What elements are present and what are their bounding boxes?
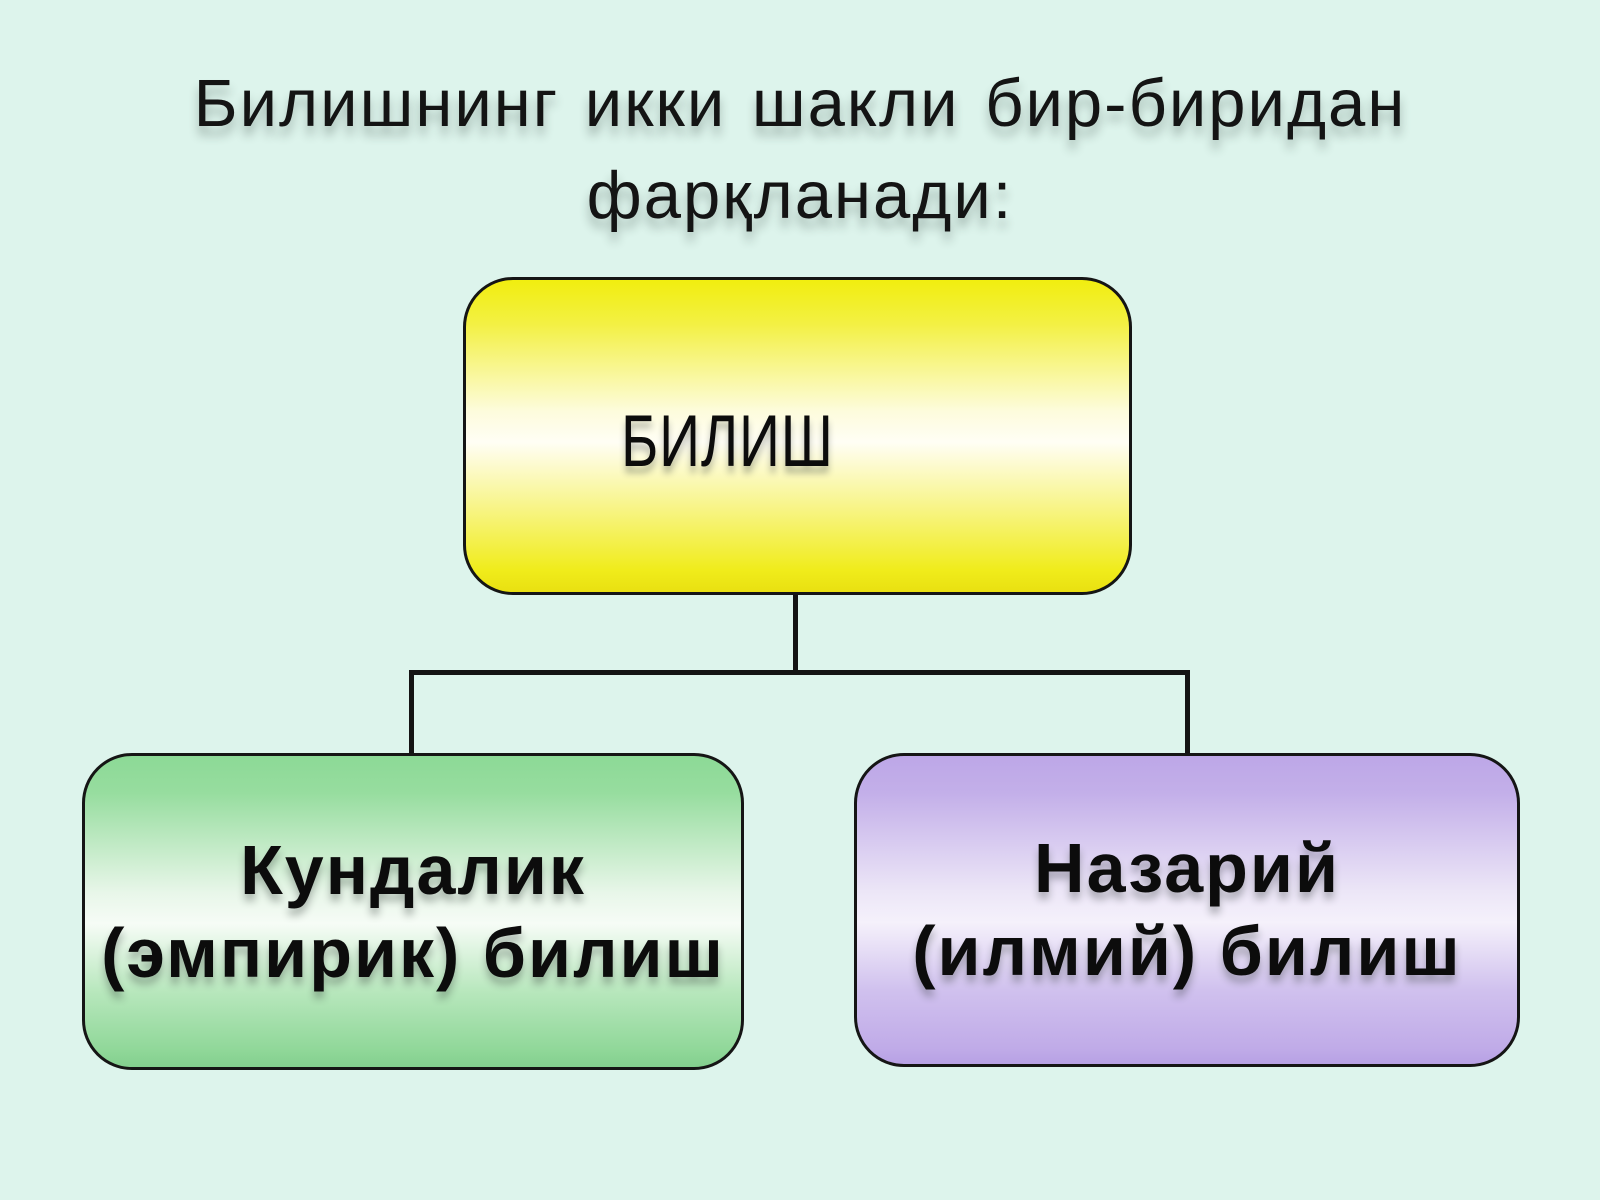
node-kundalik-line1: Кундалик [240, 830, 586, 909]
connector-horizontal-bar [409, 670, 1190, 675]
connector-left-drop [409, 670, 414, 758]
slide-title-line1: Билишнинг икки шакли бир-биридан [193, 66, 1407, 141]
connector-right-drop [1185, 670, 1190, 758]
node-bilish-label: БИЛИШ [621, 400, 834, 483]
node-nazariy-ilmiy: Назарий (илмий) билиш [854, 753, 1520, 1067]
node-nazariy-ilmiy-label: Назарий (илмий) билиш [912, 827, 1462, 993]
node-nazariy-line2: (илмий) билиш [912, 912, 1462, 990]
node-nazariy-line1: Назарий [1034, 829, 1340, 907]
slide-title: Билишнинг икки шакли бир-биридан фарқлан… [0, 58, 1600, 242]
node-bilish-text: БИЛИШ [621, 400, 834, 482]
node-kundalik-empirik: Кундалик (эмпирик) билиш [82, 753, 744, 1070]
node-bilish: БИЛИШ [463, 277, 1132, 595]
connector-root-drop [793, 593, 798, 675]
node-kundalik-empirik-label: Кундалик (эмпирик) билиш [101, 829, 725, 995]
node-kundalik-line2: (эмпирик) билиш [101, 913, 725, 992]
slide-title-line2: фарқланади: [586, 158, 1014, 233]
